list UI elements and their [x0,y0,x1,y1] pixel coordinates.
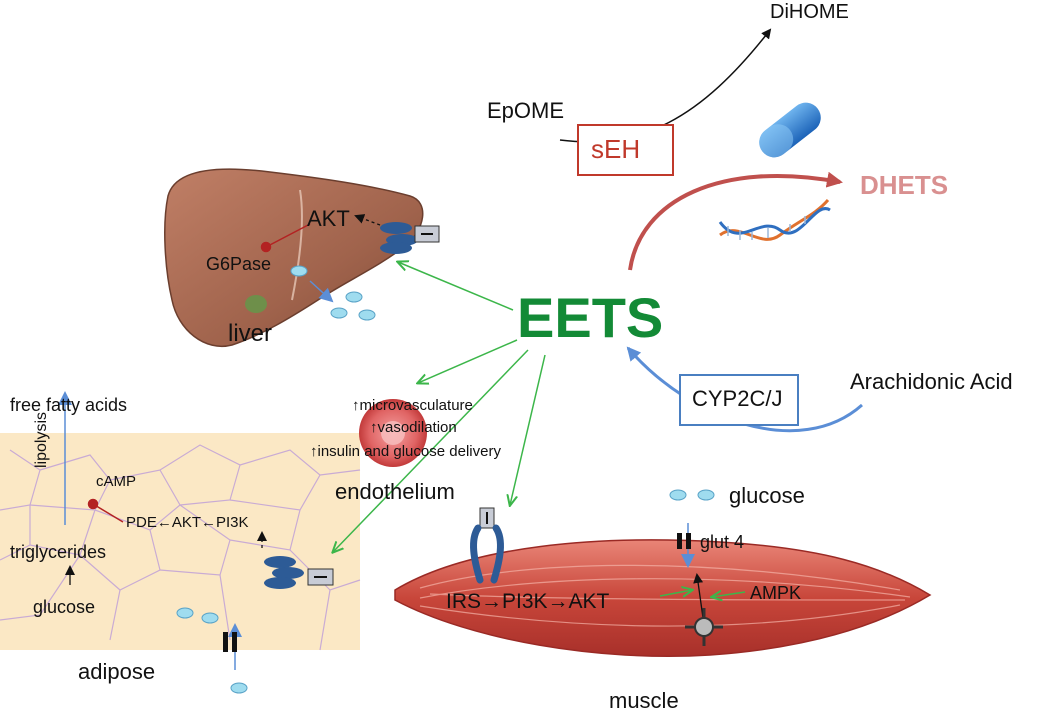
liver-glucose-arrow [309,280,334,303]
capsule-drug-icon [759,102,821,158]
triglycerides-label: triglycerides [10,542,107,562]
adipose-label: adipose [78,659,156,684]
endothelium-label: endothelium [335,479,455,504]
eets-to-dhets-arrow [628,171,843,271]
cyp-label: CYP2C/J [692,386,783,411]
vasodilation-label: ↑vasodilation [370,419,457,436]
glucose-adipose-label: glucose [33,597,96,617]
receptor-to-akt-arrow [354,214,381,226]
microvasculature-label: ↑microvasculature [352,397,473,414]
seh-enzyme-box [577,124,674,176]
liver-receptor-icon [380,222,440,254]
pde-inhibits-camp [92,503,124,523]
irs-chain-label: IRS→PI3K→AKT [446,590,610,613]
free-fatty-acids-label: free fatty acids [10,395,128,415]
liver-organ [164,168,424,348]
eets-label: EETS [517,286,664,349]
lipolysis-label: lipolysis [33,411,50,468]
adipose-transporter-icon [223,632,237,652]
adipose-receptor-icon [264,556,334,589]
crosshair-icon [685,608,723,646]
dna-helix-icon [718,199,831,241]
seh-label: sEH [591,134,641,164]
glucose-muscle-label: glucose [729,483,805,508]
pde-chain-label: PDE←AKT←PI3K [126,514,249,531]
akt-inhibits-g6pase [265,223,311,248]
ampk-label: AMPK [750,583,802,603]
dhets-label: DHETS [860,170,949,200]
glut4-transporter-icon [677,533,691,549]
arachidonic-acid-label: Arachidonic Acid [850,369,1013,394]
dihome-label: DiHOME [770,1,849,23]
camp-label: cAMP [96,473,137,490]
muscle-label: muscle [609,688,679,713]
epome-label: EpOME [487,98,565,123]
insulin-receptor-icon [470,507,504,584]
glut4-label: glut 4 [700,532,745,552]
akt-liver-label: AKT [307,206,350,231]
liver-label: liver [228,320,273,347]
muscle-organ [394,539,932,658]
eets-green-arrows [333,262,746,597]
g6pase-label: G6Pase [206,254,272,274]
insulin-delivery-label: ↑insulin and glucose delivery [310,443,501,460]
glucose-molecules [176,265,715,694]
cyp-enzyme-box [679,374,799,426]
